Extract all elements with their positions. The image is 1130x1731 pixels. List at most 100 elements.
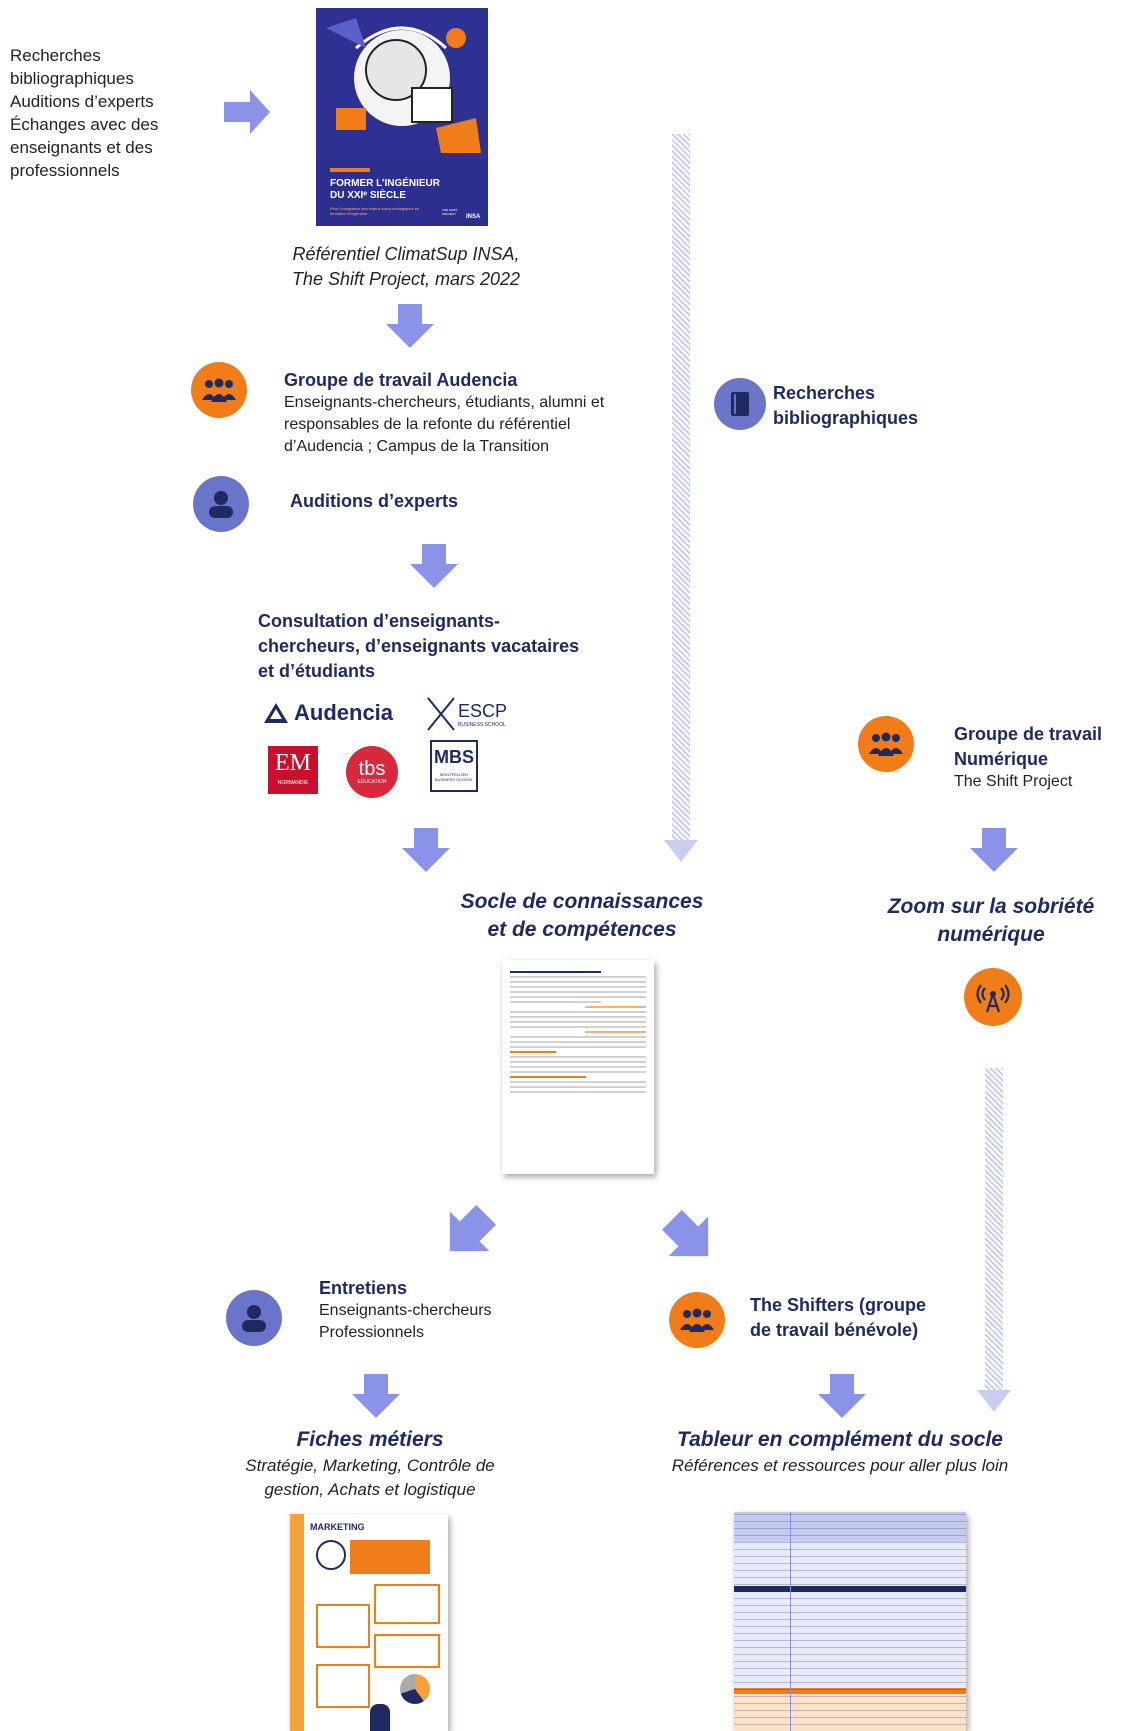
- intro-text: Recherches bibliographiques Auditions d’…: [10, 44, 158, 182]
- socle-document-thumbnail: [502, 960, 654, 1174]
- marketing-doc-title: MARKETING: [310, 1522, 365, 1532]
- arrow-down-icon: [970, 828, 1018, 872]
- cover-title-line: DU XXIᵉ SIÈCLE: [330, 190, 406, 201]
- arrow-down-icon: [386, 304, 434, 348]
- socle-line: et de compétences: [487, 918, 677, 941]
- referential-caption: Référentiel ClimatSup INSA, The Shift Pr…: [256, 242, 556, 292]
- escp-logo-sub: BUSINESS SCHOOL: [458, 721, 506, 728]
- intro-line: professionnels: [10, 161, 120, 180]
- socle-line: Socle de connaissances: [460, 890, 704, 913]
- arrow-down-icon: [410, 544, 458, 588]
- person-icon: [242, 1305, 266, 1332]
- biblio-text: Recherches bibliographiques: [773, 381, 918, 431]
- intro-line: Auditions d’experts: [10, 92, 154, 111]
- tableur-title: Tableur en complément du socle: [677, 1428, 1003, 1451]
- arrow-down-right-icon: [662, 1210, 709, 1257]
- marketing-document-thumbnail: MARKETING: [290, 1514, 448, 1731]
- arrow-down-icon: [818, 1374, 866, 1418]
- person-icon: [209, 491, 233, 518]
- group-numerique-text: Groupe de travail Numérique The Shift Pr…: [954, 722, 1102, 792]
- group-audencia-desc-line: responsables de la refonte du référentie…: [284, 416, 571, 433]
- logo-em-normandie: EM NORMANDIE: [268, 746, 318, 794]
- referential-line: Référentiel ClimatSup INSA,: [292, 244, 520, 264]
- fiches-line: Stratégie, Marketing, Contrôle de: [245, 1456, 495, 1475]
- fiches-block: Fiches métiers Stratégie, Marketing, Con…: [200, 1426, 540, 1502]
- group-audencia-block: Groupe de travail Audencia Enseignants-c…: [284, 368, 684, 458]
- group-audencia-title: Groupe de travail Audencia: [284, 370, 518, 390]
- entretiens-text: Entretiens Enseignants-chercheurs Profes…: [319, 1276, 492, 1344]
- biblio-line: Recherches: [773, 383, 876, 403]
- em-logo-text: EM: [275, 750, 311, 776]
- intro-line: Recherches: [10, 46, 101, 65]
- tbs-logo-sub: EDUCATION: [357, 779, 387, 785]
- shifters-icon-circle: [669, 1292, 725, 1348]
- group-icon: [202, 378, 236, 402]
- mbs-logo-text: MBS: [434, 747, 474, 767]
- group-icon: [680, 1308, 714, 1332]
- hatched-arrow-shaft: [985, 1068, 1003, 1398]
- audencia-logo-icon: [264, 703, 288, 723]
- tableur-subtitle: Références et ressources pour aller plus…: [671, 1456, 1009, 1475]
- entretiens-title: Entretiens: [319, 1278, 408, 1298]
- group-numerique-icon-circle: [858, 716, 914, 772]
- intro-line: Échanges avec des: [10, 115, 159, 134]
- consultation-line: chercheurs, d’enseignants vacataires: [258, 636, 580, 656]
- cover-illustration: [316, 8, 488, 158]
- shifters-line: de travail bénévole): [750, 1320, 919, 1340]
- hatched-arrow-head: [977, 1390, 1011, 1412]
- tableur-block: Tableur en complément du socle Référence…: [620, 1426, 1060, 1478]
- arrow-down-icon: [402, 828, 450, 872]
- cover-brand-shift: THE SHIFT PROJECT: [442, 208, 458, 216]
- consultation-line: et d’étudiants: [258, 661, 376, 681]
- em-logo-sub: NORMANDIE: [277, 780, 309, 786]
- group-icon: [869, 732, 903, 756]
- escp-logo-icon: [427, 697, 455, 731]
- shifters-text: The Shifters (groupe de travail bénévole…: [750, 1293, 926, 1343]
- experts-icon-circle: [193, 476, 249, 532]
- hatched-arrow-head: [664, 840, 698, 862]
- logo-mbs: MBS MONTPELLIER BUSINESS SCHOOL: [430, 740, 478, 792]
- cover-image: FORMER L’INGÉNIEUR DU XXIᵉ SIÈCLE Pour l…: [316, 8, 488, 226]
- fiches-line: gestion, Achats et logistique: [264, 1480, 476, 1499]
- referential-line: The Shift Project, mars 2022: [291, 269, 521, 289]
- logo-tbs: tbs EDUCATION: [346, 746, 398, 798]
- logo-audencia: Audencia: [262, 700, 393, 726]
- audencia-logo-text: Audencia: [294, 700, 394, 725]
- cover-brand-insa: INSA: [466, 214, 481, 220]
- experts-title: Auditions d’experts: [290, 491, 459, 511]
- entretiens-line: Professionnels: [319, 1324, 424, 1341]
- group-audencia-icon-circle: [191, 362, 247, 418]
- intro-line: enseignants et des: [10, 138, 153, 157]
- group-numerique-subtitle: The Shift Project: [954, 773, 1073, 790]
- arrow-down-icon: [352, 1374, 400, 1418]
- entretiens-icon-circle: [226, 1290, 282, 1346]
- zoom-line: Zoom sur la sobriété: [887, 895, 1095, 918]
- group-audencia-desc: Enseignants-chercheurs, étudiants, alumn…: [284, 392, 684, 458]
- hatched-arrow-shaft: [672, 134, 690, 848]
- group-numerique-line: Numérique: [954, 749, 1049, 769]
- cover-subtitle: Pour l’intégration des enjeux socio-écol…: [330, 206, 420, 216]
- tbs-logo-text: tbs: [358, 758, 386, 780]
- escp-logo-text: ESCP: [458, 700, 508, 721]
- zoom-line: numérique: [937, 923, 1045, 946]
- zoom-title: Zoom sur la sobriété numérique: [866, 893, 1116, 949]
- fiches-title: Fiches métiers: [296, 1428, 444, 1451]
- tableur-thumbnail: [734, 1512, 966, 1731]
- consultation-line: Consultation d’enseignants-: [258, 611, 501, 631]
- antenna-icon: [976, 984, 1010, 1013]
- intro-line: bibliographiques: [10, 69, 134, 88]
- shifters-line: The Shifters (groupe: [750, 1295, 927, 1315]
- book-icon: [731, 392, 749, 416]
- logo-escp: ESCP BUSINESS SCHOOL: [426, 696, 507, 732]
- socle-title: Socle de connaissances et de compétences: [432, 888, 732, 944]
- arrow-right-icon: [224, 90, 270, 134]
- consultation-text: Consultation d’enseignants- chercheurs, …: [258, 609, 579, 684]
- entretiens-line: Enseignants-chercheurs: [319, 1302, 492, 1319]
- antenna-icon-circle: [964, 968, 1022, 1026]
- cover-title: FORMER L’INGÉNIEUR DU XXIᵉ SIÈCLE: [330, 178, 440, 202]
- biblio-icon-circle: [714, 378, 766, 430]
- group-numerique-line: Groupe de travail: [954, 724, 1103, 744]
- cover-title-line: FORMER L’INGÉNIEUR: [330, 178, 441, 189]
- biblio-line: bibliographiques: [773, 408, 919, 428]
- group-audencia-desc-line: d’Audencia ; Campus de la Transition: [284, 438, 550, 455]
